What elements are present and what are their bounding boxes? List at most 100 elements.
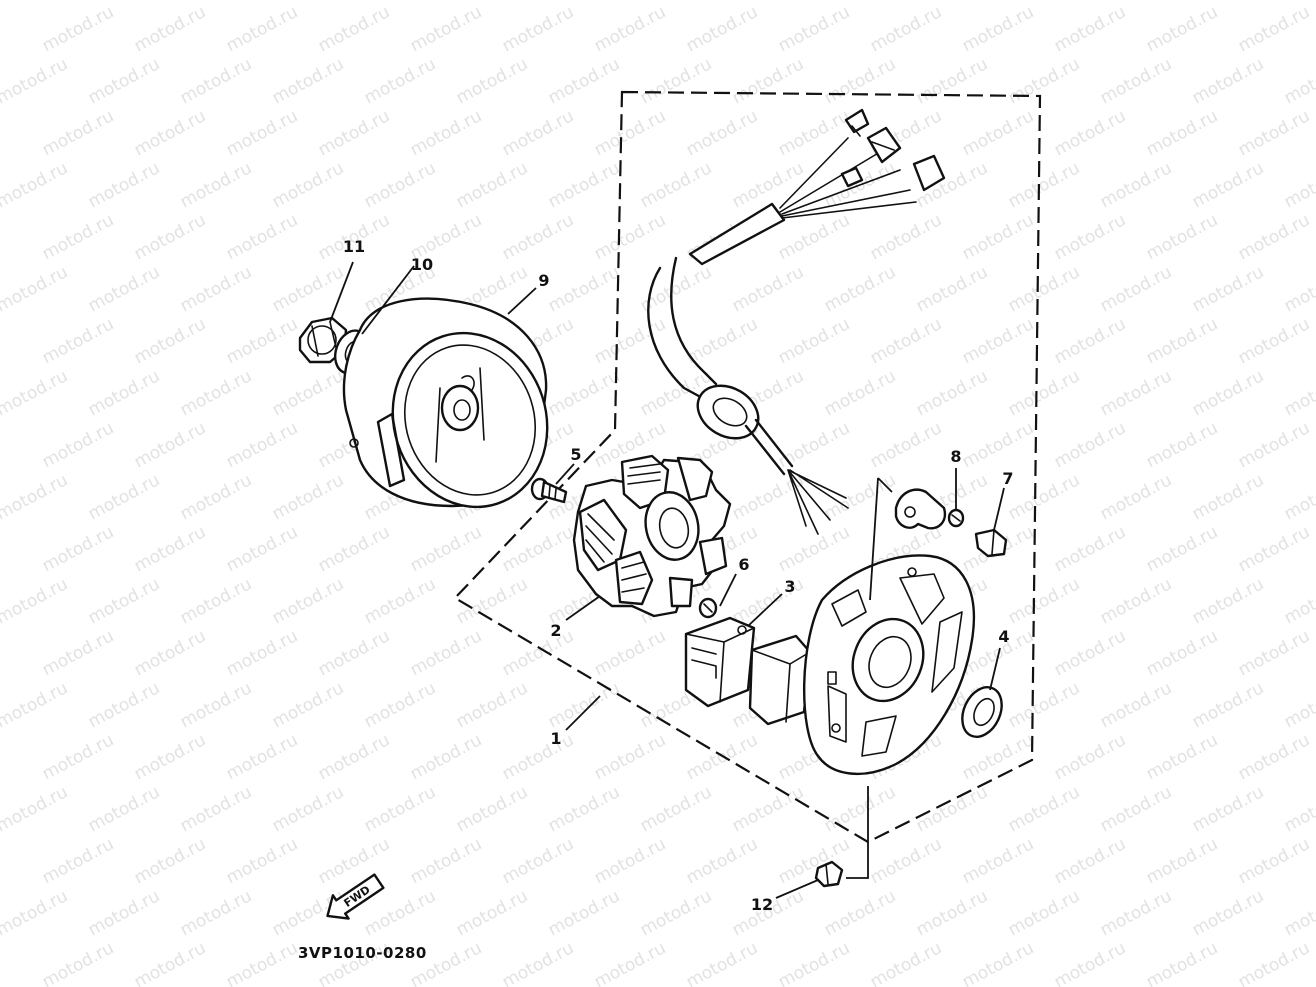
watermark-text: motod.ru bbox=[131, 522, 209, 576]
watermark-text: motod.ru bbox=[453, 886, 531, 940]
watermark-text: motod.ru bbox=[637, 0, 715, 4]
watermark-text: motod.ru bbox=[775, 418, 853, 472]
callout-5: 5 bbox=[570, 445, 581, 464]
watermark-text: motod.ru bbox=[177, 54, 255, 108]
stator-base-plate bbox=[802, 554, 976, 776]
watermark-text: motod.ru bbox=[1281, 574, 1316, 628]
watermark-text: motod.ru bbox=[499, 522, 577, 576]
watermark-text: motod.ru bbox=[1189, 782, 1267, 836]
watermark-text: motod.ru bbox=[1143, 938, 1221, 987]
watermark-text: motod.ru bbox=[453, 158, 531, 212]
watermark-text: motod.ru bbox=[85, 678, 163, 732]
watermark-text: motod.ru bbox=[407, 522, 485, 576]
watermark-text: motod.ru bbox=[1051, 938, 1129, 987]
watermark-text: motod.ru bbox=[223, 834, 301, 888]
watermark-text: motod.ru bbox=[683, 730, 761, 784]
watermark-text: motod.ru bbox=[545, 366, 623, 420]
watermark-text: motod.ru bbox=[959, 106, 1037, 160]
watermark-text: motod.ru bbox=[1143, 730, 1221, 784]
watermark-text: motod.ru bbox=[545, 262, 623, 316]
watermark-text: motod.ru bbox=[1189, 262, 1267, 316]
watermark-text: motod.ru bbox=[1005, 366, 1083, 420]
watermark-text: motod.ru bbox=[177, 574, 255, 628]
watermark-text: motod.ru bbox=[867, 210, 945, 264]
watermark-text: motod.ru bbox=[729, 262, 807, 316]
watermark-text: motod.ru bbox=[0, 574, 71, 628]
watermark-text: motod.ru bbox=[545, 678, 623, 732]
watermark-text: motod.ru bbox=[131, 730, 209, 784]
leader-lines bbox=[329, 261, 1005, 899]
watermark-text: motod.ru bbox=[1281, 54, 1316, 108]
watermark-text: motod.ru bbox=[775, 106, 853, 160]
watermark-text: motod.ru bbox=[269, 470, 347, 524]
watermark-text: motod.ru bbox=[269, 366, 347, 420]
watermark-text: motod.ru bbox=[1051, 626, 1129, 680]
watermark-text: motod.ru bbox=[683, 106, 761, 160]
watermark-text: motod.ru bbox=[1281, 678, 1316, 732]
watermark-text: motod.ru bbox=[821, 0, 899, 4]
watermark-text: motod.ru bbox=[775, 522, 853, 576]
watermark-text: motod.ru bbox=[1143, 210, 1221, 264]
watermark-text: motod.ru bbox=[775, 834, 853, 888]
watermark-text: motod.ru bbox=[39, 106, 117, 160]
watermark-text: motod.ru bbox=[131, 418, 209, 472]
watermark-text: motod.ru bbox=[39, 730, 117, 784]
watermark-text: motod.ru bbox=[1005, 262, 1083, 316]
watermark-text: motod.ru bbox=[1235, 730, 1313, 784]
watermark-text: motod.ru bbox=[821, 54, 899, 108]
watermark-text: motod.ru bbox=[131, 210, 209, 264]
watermark-text: motod.ru bbox=[1189, 366, 1267, 420]
watermark-text: motod.ru bbox=[591, 2, 669, 56]
watermark-text: motod.ru bbox=[0, 0, 71, 4]
watermark-text: motod.ru bbox=[315, 106, 393, 160]
watermark-text: motod.ru bbox=[85, 54, 163, 108]
watermark-text: motod.ru bbox=[1189, 470, 1267, 524]
watermark-text: motod.ru bbox=[1051, 314, 1129, 368]
watermark-text: motod.ru bbox=[269, 0, 347, 4]
watermark-text: motod.ru bbox=[1281, 366, 1316, 420]
callout-9: 9 bbox=[538, 271, 549, 290]
watermark-text: motod.ru bbox=[683, 2, 761, 56]
watermark-text: motod.ru bbox=[1051, 106, 1129, 160]
watermark-text: motod.ru bbox=[545, 782, 623, 836]
watermark-text: motod.ru bbox=[85, 366, 163, 420]
watermark-text: motod.ru bbox=[1281, 158, 1316, 212]
watermark-text: motod.ru bbox=[315, 626, 393, 680]
watermark-text: motod.ru bbox=[1005, 54, 1083, 108]
watermark-text: motod.ru bbox=[315, 2, 393, 56]
watermark-text: motod.ru bbox=[407, 106, 485, 160]
callout-10: 10 bbox=[411, 255, 433, 274]
watermark-text: motod.ru bbox=[1235, 938, 1313, 987]
watermark-text: motod.ru bbox=[729, 158, 807, 212]
watermark-text: motod.ru bbox=[453, 678, 531, 732]
watermark-text: motod.ru bbox=[223, 626, 301, 680]
watermark-text: motod.ru bbox=[867, 314, 945, 368]
watermark-text: motod.ru bbox=[453, 574, 531, 628]
watermark-text: motod.ru bbox=[407, 2, 485, 56]
watermark-text: motod.ru bbox=[85, 262, 163, 316]
watermark-text: motod.ru bbox=[637, 158, 715, 212]
watermark-text: motod.ru bbox=[1235, 626, 1313, 680]
callout-2: 2 bbox=[550, 621, 561, 640]
watermark-text: motod.ru bbox=[499, 106, 577, 160]
watermark-text: motod.ru bbox=[0, 470, 71, 524]
watermark-text: motod.ru bbox=[177, 678, 255, 732]
watermark-text: motod.ru bbox=[177, 262, 255, 316]
watermark-text: motod.ru bbox=[1051, 418, 1129, 472]
watermark-text: motod.ru bbox=[591, 834, 669, 888]
callout-1: 1 bbox=[550, 729, 561, 748]
diagram-code: 3VP1010-0280 bbox=[298, 944, 427, 962]
watermark-text: motod.ru bbox=[269, 54, 347, 108]
watermark-text: motod.ru bbox=[177, 886, 255, 940]
watermark-text: motod.ru bbox=[775, 2, 853, 56]
watermark-text: motod.ru bbox=[177, 0, 255, 4]
watermark-text: motod.ru bbox=[315, 730, 393, 784]
watermark-text: motod.ru bbox=[867, 2, 945, 56]
watermark-text: motod.ru bbox=[1235, 834, 1313, 888]
watermark-text: motod.ru bbox=[223, 106, 301, 160]
watermark-text: motod.ru bbox=[913, 0, 991, 4]
watermark-text: motod.ru bbox=[1189, 54, 1267, 108]
watermark-text: motod.ru bbox=[821, 262, 899, 316]
watermark-text: motod.ru bbox=[729, 0, 807, 4]
